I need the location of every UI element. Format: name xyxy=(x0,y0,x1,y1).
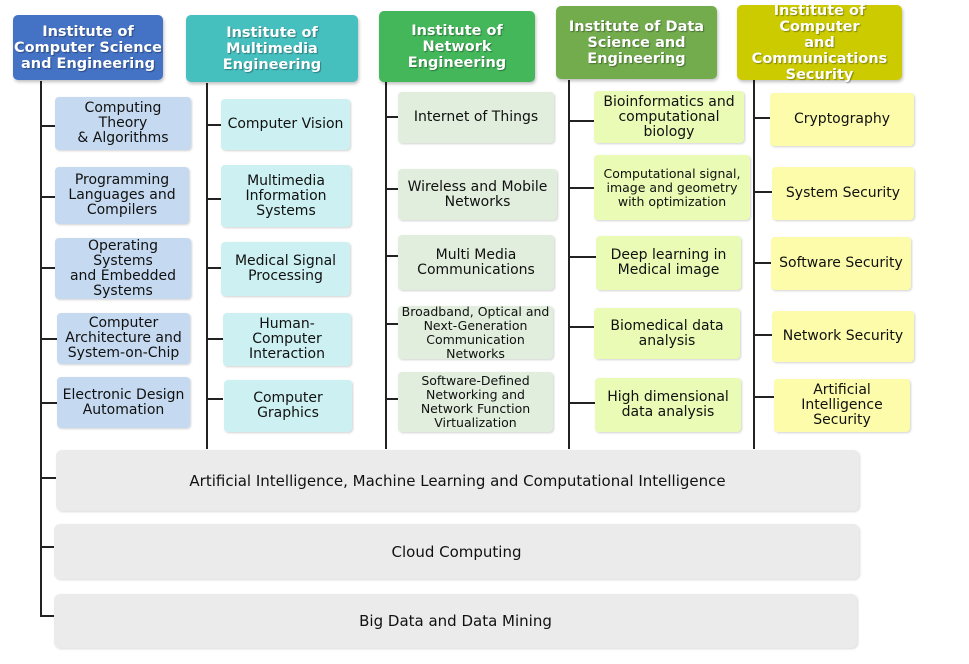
connector-branch xyxy=(40,338,57,340)
connector-branch xyxy=(40,196,55,198)
connector-branch xyxy=(568,120,594,122)
header-institute-network: Institute of Network Engineering xyxy=(379,11,535,82)
research-area-box: Biomedical data analysis xyxy=(594,308,740,359)
research-area-box: High dimensional data analysis xyxy=(595,378,741,432)
research-area-box: Multimedia Information Systems xyxy=(221,165,351,227)
connector-branch xyxy=(385,255,398,257)
connector-branch xyxy=(206,124,221,126)
connector-branch xyxy=(40,615,54,617)
research-area-box: System Security xyxy=(772,167,914,220)
shared-area-ai-ml: Artificial Intelligence, Machine Learnin… xyxy=(56,450,859,511)
research-area-box: Computing Theory & Algorithms xyxy=(55,97,191,150)
connector-branch xyxy=(385,188,398,190)
connector-branch xyxy=(753,191,772,193)
header-institute-multimedia: Institute of Multimedia Engineering xyxy=(186,15,358,82)
research-area-box: Multi Media Communications xyxy=(398,235,554,290)
connector-branch xyxy=(40,477,56,479)
research-area-box: Cryptography xyxy=(770,93,914,146)
shared-area-big-data: Big Data and Data Mining xyxy=(54,594,857,648)
research-area-box: Software Security xyxy=(771,237,911,290)
connector-branch xyxy=(40,125,55,127)
research-area-box: Medical Signal Processing xyxy=(221,242,350,296)
connector-vertical-col1 xyxy=(40,81,42,617)
research-area-box: Software-Defined Networking and Network … xyxy=(398,372,553,432)
connector-branch xyxy=(40,546,54,548)
connector-branch xyxy=(206,338,223,340)
research-area-box: Computer Vision xyxy=(221,99,350,150)
connector-branch xyxy=(206,398,223,400)
connector-branch xyxy=(206,198,221,200)
connector-branch xyxy=(753,262,771,264)
connector-branch xyxy=(568,326,594,328)
header-institute-cse: Institute of Computer Science and Engine… xyxy=(13,15,163,80)
research-area-box: Network Security xyxy=(772,311,914,362)
connector-vertical-col4 xyxy=(568,80,570,449)
header-institute-security: Institute of Computer and Communications… xyxy=(737,3,902,83)
connector-branch xyxy=(385,323,398,325)
connector-branch xyxy=(568,402,595,404)
research-area-box: Human- Computer Interaction xyxy=(223,313,351,366)
connector-branch xyxy=(753,396,774,398)
research-area-box: Bioinformatics and computational biology xyxy=(594,91,744,143)
connector-branch xyxy=(206,267,221,269)
connector-branch xyxy=(568,256,596,258)
connector-branch xyxy=(40,267,55,269)
connector-vertical-col3 xyxy=(385,82,387,449)
research-area-box: Broadband, Optical and Next-Generation C… xyxy=(398,304,553,360)
research-area-box: Computer Architecture and System-on-Chip xyxy=(57,313,190,364)
research-area-box: Operating Systems and Embedded Systems xyxy=(55,238,191,299)
connector-branch xyxy=(753,334,772,336)
connector-branch xyxy=(753,117,770,119)
research-area-box: Programming Languages and Compilers xyxy=(55,167,189,224)
header-institute-data-science: Institute of Data Science and Engineerin… xyxy=(556,6,717,79)
research-area-box: Wireless and Mobile Networks xyxy=(398,169,557,220)
research-area-box: Internet of Things xyxy=(398,92,554,143)
research-area-box: Computer Graphics xyxy=(224,380,352,432)
connector-vertical-col2 xyxy=(206,83,208,449)
connector-vertical-col5 xyxy=(753,80,755,449)
connector-branch xyxy=(385,398,398,400)
research-area-box: Electronic Design Automation xyxy=(57,377,190,428)
connector-branch xyxy=(385,116,398,118)
research-area-box: Artificial Intelligence Security xyxy=(774,379,910,432)
research-area-box: Deep learning in Medical image xyxy=(596,236,741,290)
connector-branch xyxy=(568,187,594,189)
research-area-box: Computational signal, image and geometry… xyxy=(594,155,750,220)
shared-area-cloud-computing: Cloud Computing xyxy=(54,524,859,579)
connector-branch xyxy=(40,402,57,404)
